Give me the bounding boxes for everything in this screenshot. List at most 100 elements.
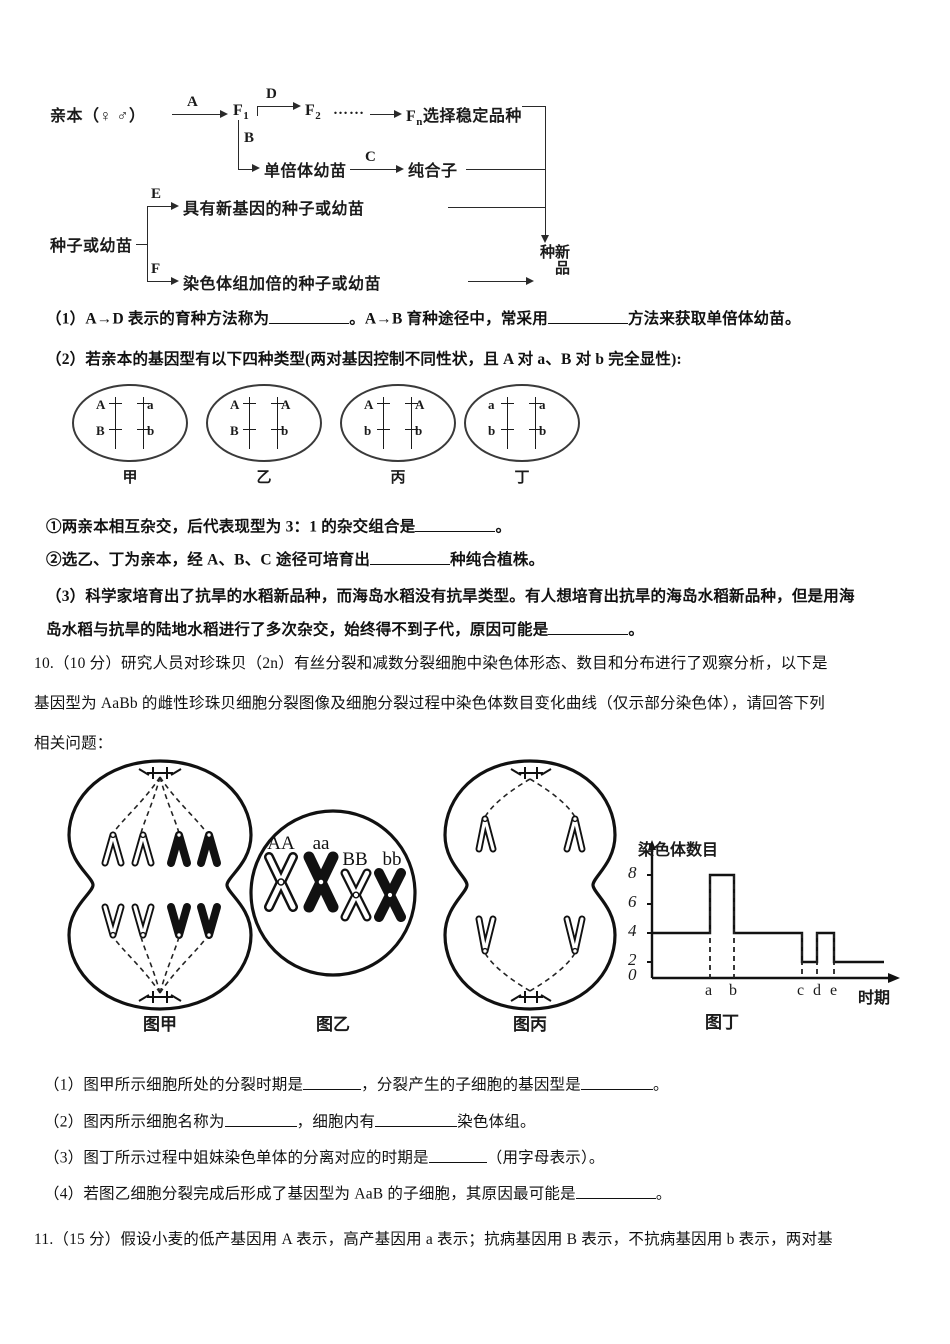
chart-step-line [652, 873, 884, 964]
chart-xtick-c: c [797, 982, 805, 999]
genotype-caption-ding: 丁 [514, 470, 530, 486]
q9-item1: （1）A→D 表示的育种方法称为 。A→B 育种途径中，常采用 方法来获取单倍体幼苗… [46, 307, 801, 332]
q9-sub2: ②选乙、丁为亲本，经 A、B、C 途径可培育出种纯合植株。 [46, 548, 544, 573]
flow-node-new-gene-seed: 具有新基因的种子或幼苗 [183, 201, 365, 218]
q9-sub1: ①两亲本相互杂交，后代表现型为 3：1 的杂交组合是。 [46, 515, 511, 540]
chart-ding-chromosome-number: 染色体数目 时期 0 2 4 6 8 a b c d e 图丁 [612, 838, 912, 1032]
flow-letter-a: A [187, 94, 198, 110]
cell-membrane [443, 759, 617, 1011]
genotype-label: b [415, 423, 423, 438]
flow-node-f1-text: F [233, 102, 244, 119]
flow-arrow-c-head [396, 164, 404, 173]
flow-node-homozygote: 纯合子 [408, 163, 458, 180]
flow-collector-newgene [448, 207, 546, 208]
chromosome-bar [277, 423, 278, 449]
flow-f1-riser [257, 106, 258, 116]
chromosome-tick [405, 429, 418, 430]
flow-node-fn-text: F [406, 108, 417, 125]
chromosome-glyph: A [401, 397, 424, 423]
chromosome-label-aa: aa [313, 833, 330, 854]
flow-node-f2-sub: 2 [315, 110, 322, 123]
flow-node-f2-text: F [305, 102, 316, 119]
chromosome-glyph: b [401, 423, 423, 449]
q10-stem-line1: 10.（10 分）研究人员对珍珠贝（2n）有丝分裂和减数分裂细胞中染色体形态、数… [34, 655, 828, 672]
chromosome-tick [501, 403, 514, 404]
q10-item-4-blank [575, 1182, 656, 1199]
q9-sub2-blank [370, 548, 451, 565]
flow-arrow-d-head [293, 101, 301, 110]
flow-node-fn-tail: 选择稳定品种 [422, 108, 522, 125]
q9-item3-line2: 岛水稻与抗旱的陆地水稻进行了多次杂交，始终得不到子代，原因可能是。 [46, 618, 644, 643]
figure-caption-bing: 图丙 [513, 1015, 547, 1034]
flow-collector-homo [466, 169, 546, 170]
q11-stem-line1: 11.（15 分）假设小麦的低产基因用 A 表示，高产基因用 a 表示；抗病基因… [34, 1231, 833, 1248]
flow-arrow-fn-line [370, 114, 396, 115]
chart-xtick-e: e [830, 982, 838, 999]
chromosome-glyph: a [133, 397, 155, 423]
flow-collector-vline [545, 106, 546, 238]
genotype-cell-ding-top-pair: a a [466, 397, 578, 423]
flow-letter-c: C [365, 149, 376, 165]
flow-node-fn-sub: n [416, 116, 423, 129]
genotype-label: b [488, 423, 496, 438]
chromosome-bar [143, 397, 144, 423]
chromosome-bar [249, 423, 250, 449]
q9-item1-mid: 。A→B 育种途径中，常采用 [349, 310, 548, 328]
q10-item-2-blank2 [375, 1110, 458, 1127]
q9-sub1-blank [415, 515, 496, 532]
q10-item-3-mid: （用字母表示）。 [486, 1149, 605, 1167]
genotype-label: a [488, 397, 495, 412]
figure-yi-cell: AA aa BB bb [249, 809, 417, 977]
flow-branch-b-head [252, 164, 260, 172]
flow-node-f2: F2 [305, 102, 321, 122]
chart-dashed-guides [709, 875, 835, 978]
chart-ytick-2: 2 [628, 950, 637, 969]
q9-item1-suffix: 方法来获取单倍体幼苗。 [627, 310, 801, 328]
chart-ytick-8: 8 [628, 863, 637, 882]
chromosome-glyph: A [267, 397, 291, 423]
cell-membrane [249, 809, 417, 977]
chart-xtick-a: a [705, 982, 713, 999]
chromosome-x-white-1 [264, 852, 298, 912]
q10-item-1-suffix: 。 [652, 1076, 669, 1094]
genotype-label: B [96, 423, 105, 438]
flow-node-f1-sub: 1 [243, 110, 250, 123]
flow-arrow-fn-head [394, 109, 402, 118]
q10-item-4: （4）若图乙细胞分裂完成后形成了基因型为 AaB 的子细胞，其原因最可能是。 [44, 1182, 672, 1207]
genotype-label: b [364, 423, 372, 438]
chart-xtick-d: d [813, 982, 821, 999]
genotype-caption-bing: 丙 [390, 470, 406, 486]
chromosome-tick [137, 403, 150, 404]
genotype-label: A [96, 397, 106, 412]
spindle-pole-bottom [510, 991, 552, 1003]
q9-item3-blank [548, 618, 629, 635]
genotype-label: A [281, 397, 291, 412]
q10-item-1-prefix: （1）图甲所示细胞所处的分裂时期是 [44, 1076, 304, 1094]
chromosomes-top-pole [475, 815, 586, 853]
genotype-cell-jia-bottom-pair: B b [74, 423, 186, 449]
flow-arrow-c-line [350, 169, 398, 170]
q10-item-3-prefix: （3）图丁所示过程中姐妹染色单体的分离对应的时期是 [44, 1149, 429, 1167]
chromosome-glyph: a [525, 397, 547, 423]
flow-node-f1: F1 [233, 102, 249, 122]
chromosome-bar [115, 397, 116, 423]
chromosome-bar [115, 423, 116, 449]
q9-item1-prefix: （1）A→D 表示的育种方法称为 [46, 310, 270, 328]
genotype-cell-yi-bottom-pair: B b [208, 423, 320, 449]
chromosome-label-BB: BB [342, 849, 367, 870]
q10-item-1: （1）图甲所示细胞所处的分裂时期是，分裂产生的子细胞的基因型是。 [44, 1073, 669, 1098]
flow-arrow-d-line [257, 106, 295, 107]
q10-stem-line2: 基因型为 AaBb 的雌性珍珠贝细胞分裂图像及细胞分裂过程中染色体数目变化曲线（… [34, 695, 825, 712]
q10-item-3: （3）图丁所示过程中姐妹染色单体的分离对应的时期是 （用字母表示）。 [44, 1146, 605, 1171]
q9-sub1-prefix: ①两亲本相互杂交，后代表现型为 3：1 的杂交组合是 [46, 518, 416, 536]
q9-item3-line2-suffix: 。 [628, 621, 645, 639]
genotype-label: a [147, 397, 154, 412]
genotype-cell-ding-bottom-pair: b b [466, 423, 578, 449]
breeding-flow-diagram: 亲本（♀ ♂） A F1 D F2 …… Fn选择稳定品种 B [50, 86, 570, 293]
chromosome-glyph: b [525, 423, 547, 449]
q10-stem-line3: 相关问题： [34, 735, 113, 752]
spindle-fibres-bottom [112, 936, 208, 994]
q10-item-1-blank2 [580, 1073, 653, 1090]
genotype-label: b [147, 423, 155, 438]
spindle-fibres-top [112, 776, 208, 834]
